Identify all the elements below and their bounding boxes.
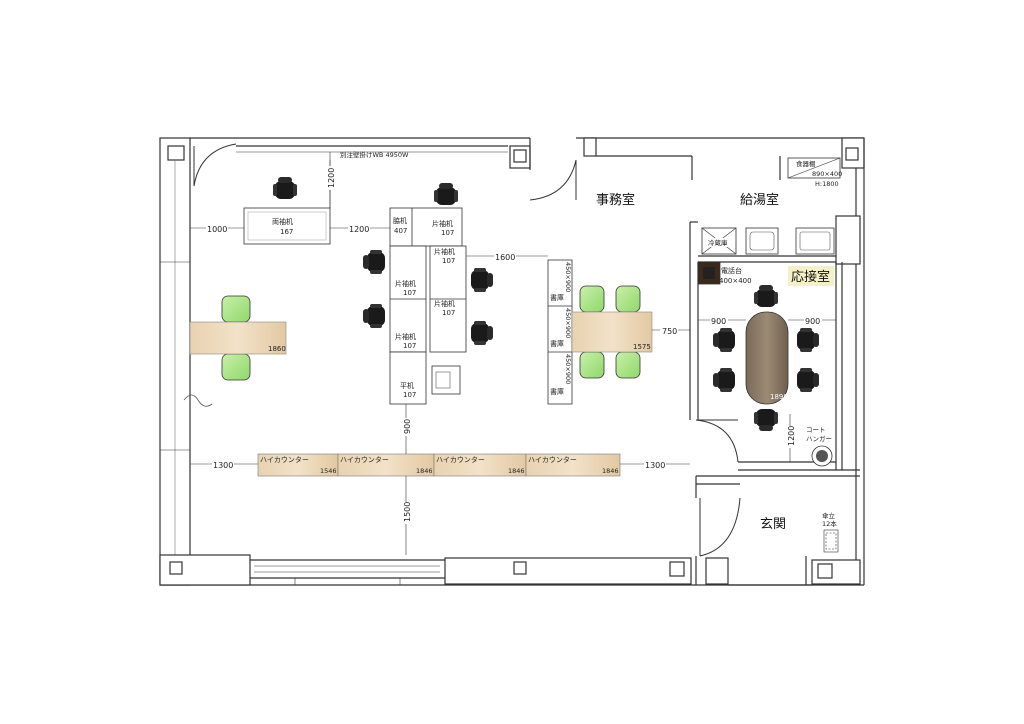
counter-label: ハイカウンター [436, 455, 485, 464]
dim-1200-coat: 1200 [787, 426, 796, 446]
kata2-label: 片袖机 [395, 279, 416, 288]
kata2-num: 107 [403, 289, 416, 297]
shelf-size: 890×400 [812, 170, 842, 178]
counter-num: 1546 [320, 467, 337, 475]
high-counters: ハイカウンター1546ハイカウンター1846ハイカウンター1846ハイカウンター… [257, 453, 621, 477]
mid-table: 書庫 書庫 書庫 450×900 450×900 450×900 1575 [547, 259, 653, 405]
dim-1300-right: 1300 [645, 461, 665, 470]
coat-hanger-label-2: ハンガー [806, 434, 832, 443]
room-reception-label: 応接室 [791, 269, 830, 285]
dim-1200-mid: 1200 [349, 225, 369, 234]
hira-num: 107 [403, 391, 416, 399]
ryosode-label: 両袖机 [272, 217, 293, 226]
wall-whiteboard: 別注壁掛けWB 4950W [236, 150, 508, 208]
dim-900-right: 900 [805, 317, 820, 326]
dim-1500: 1500 [403, 502, 412, 522]
table-mid-num: 1575 [633, 343, 651, 351]
dim-900-left: 900 [711, 317, 726, 326]
kata4-num: 107 [442, 257, 455, 265]
kata5-label: 片袖机 [434, 299, 455, 308]
dim-1000: 1000 [207, 225, 227, 234]
counter-num: 1846 [416, 467, 433, 475]
counter-label: ハイカウンター [340, 455, 389, 464]
dim-750: 750 [662, 327, 677, 336]
coat-hanger-label-1: コート [806, 426, 826, 434]
cab2-label: 書庫 [550, 339, 564, 348]
table-left-num: 1860 [268, 345, 286, 353]
doors [193, 143, 741, 557]
counter-label: ハイカウンター [528, 455, 577, 464]
waki-label: 脇机 [393, 216, 407, 225]
dim-1200-top: 1200 [327, 168, 336, 188]
meeting-table: 電話台 400×400 1890 [697, 261, 819, 431]
kata3-label: 片袖机 [395, 332, 416, 341]
kata1-num: 107 [441, 229, 454, 237]
phone-stand-label: 電話台 [721, 266, 742, 275]
kitchen-fixtures: 食器棚 890×400 H:1800 冷蔵庫 [701, 157, 842, 255]
waki-num: 407 [394, 227, 407, 235]
room-entrance-label: 玄関 [760, 517, 786, 532]
dimension-labels: 1200 1000 1200 1600 750 900 900 1200 900… [206, 166, 822, 524]
cab-side3: 450×900 [564, 354, 572, 384]
shelf-height: H:1800 [815, 180, 839, 188]
left-table: 1860 [183, 295, 287, 407]
umbrella-stand: 傘立 12本 [822, 511, 839, 553]
coat-hanger: コート ハンガー [806, 426, 833, 467]
counter-label: ハイカウンター [260, 455, 309, 464]
cab-side1: 450×900 [564, 262, 572, 292]
kata3-num: 107 [403, 342, 416, 350]
dim-1300-left: 1300 [213, 461, 233, 470]
walls [159, 137, 865, 586]
phone-stand-size: 400×400 [719, 277, 752, 285]
ryosode-num: 167 [280, 228, 293, 236]
fridge-label: 冷蔵庫 [708, 238, 728, 247]
hira-label: 平机 [400, 381, 414, 390]
room-office-label: 事務室 [596, 192, 635, 208]
room-kitchen-label: 給湯室 [740, 192, 779, 208]
kata1-label: 片袖机 [432, 219, 453, 228]
cab3-label: 書庫 [550, 387, 564, 396]
counter-4 [525, 453, 621, 477]
counter-num: 1846 [508, 467, 525, 475]
cab-side2: 450×900 [564, 308, 572, 338]
dim-900-vert: 900 [403, 419, 412, 434]
umbrella-label-2: 12本 [822, 519, 837, 528]
cab1-label: 書庫 [550, 293, 564, 302]
table-meeting-num: 1890 [770, 393, 788, 401]
counter-num: 1846 [602, 467, 619, 475]
shelf-label: 食器棚 [796, 159, 816, 168]
dim-1600: 1600 [495, 253, 515, 262]
ryosode-desk: 両袖机 167 [243, 177, 331, 245]
wall-note-label: 別注壁掛けWB 4950W [340, 150, 409, 159]
kata5-num: 107 [442, 309, 455, 317]
umbrella-label-1: 傘立 [822, 511, 836, 520]
kata4-label: 片袖机 [434, 247, 455, 256]
partitions [689, 221, 860, 585]
desk-island: 脇机 407 片袖机 107 片袖机 107 片袖机 107 片袖机 107 片… [363, 183, 493, 405]
reception-label-bg [788, 266, 834, 286]
